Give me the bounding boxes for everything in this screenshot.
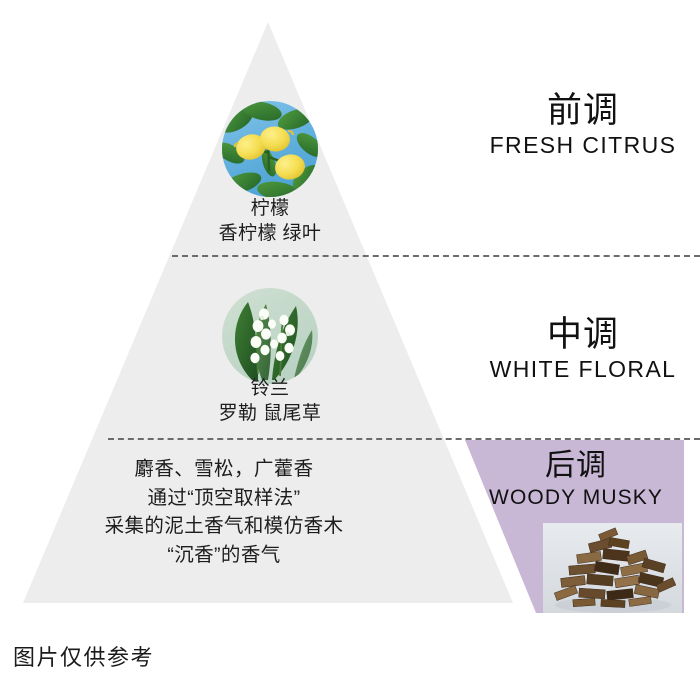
base-note-description-line-4: “沉香”的香气 — [167, 543, 281, 566]
base-note-description-line-1: 麝香、雪松，广藿香 — [134, 458, 314, 480]
top-note-label: 前调 FRESH CITRUS — [470, 92, 696, 160]
base-note-description: 麝香、雪松，广藿香 通过“顶空取样法” 采集的泥土香气和模仿香木 “沉香”的香气 — [0, 455, 448, 570]
wood-chips-photo — [543, 523, 682, 613]
middle-note-label-en: WHITE FLORAL — [489, 356, 677, 383]
base-note-label-en: WOODY MUSKY — [489, 485, 663, 509]
base-note-description-line-3: 采集的泥土香气和模仿香木 — [104, 515, 344, 538]
base-note-label: 后调 WOODY MUSKY — [468, 450, 684, 510]
base-note-description-line-2: 通过“顶空取样法” — [147, 486, 301, 509]
top-note-label-cn: 前调 — [546, 91, 619, 130]
base-note-label-cn: 后调 — [545, 449, 607, 482]
divider-top-middle — [172, 255, 700, 257]
top-note-ingredient-primary: 柠檬 — [250, 198, 290, 219]
lily-of-the-valley-photo — [222, 288, 318, 384]
divider-middle-base — [108, 438, 700, 440]
disclaimer-caption: 图片仅供参考 — [13, 646, 155, 671]
top-note-ingredients: 柠檬 香柠檬 绿叶 — [0, 196, 540, 246]
middle-note-ingredient-primary: 铃兰 — [250, 378, 290, 399]
middle-note-label-cn: 中调 — [546, 315, 619, 354]
top-note-label-en: FRESH CITRUS — [489, 132, 677, 159]
lemons-on-tree-photo — [222, 101, 318, 197]
middle-note-label: 中调 WHITE FLORAL — [470, 316, 696, 384]
middle-note-ingredients: 铃兰 罗勒 鼠尾草 — [0, 376, 540, 426]
top-note-ingredient-secondary: 香柠檬 绿叶 — [218, 223, 322, 245]
middle-note-ingredient-secondary: 罗勒 鼠尾草 — [218, 403, 322, 425]
